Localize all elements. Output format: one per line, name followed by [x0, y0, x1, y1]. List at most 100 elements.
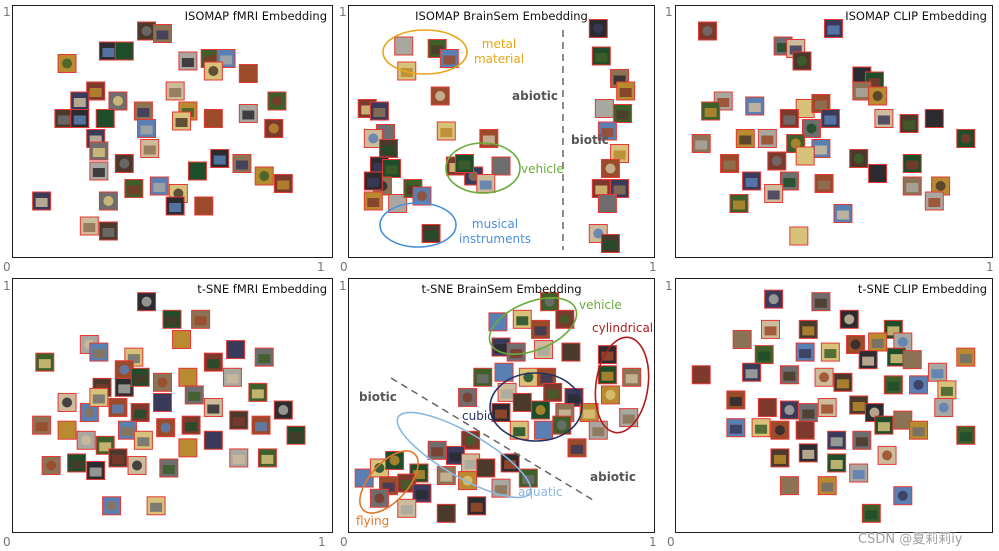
x-max-tick-label: 1	[649, 535, 657, 549]
thumbnail-point	[770, 420, 790, 440]
thumbnail-point	[114, 154, 134, 173]
thumbnail-point	[70, 109, 90, 128]
thumbnail-point	[203, 352, 223, 372]
thumbnail-point	[178, 438, 198, 458]
thumbnail-point	[616, 81, 636, 101]
thumbnail-point	[531, 319, 551, 339]
thumbnail-point	[817, 476, 837, 496]
cubic-cluster-ellipse	[489, 372, 583, 442]
vehicle-cluster-ellipse	[445, 142, 521, 194]
thumbnail-point	[902, 176, 922, 196]
thumbnail-point	[600, 385, 620, 405]
thumbnail-point	[226, 340, 246, 360]
thumbnail-point	[742, 362, 762, 382]
aquatic-cluster-ellipse	[396, 411, 532, 499]
annotation-vehicle: vehicle	[579, 298, 622, 312]
annotation-vehicle: vehicle	[521, 162, 564, 176]
thumbnail-point	[54, 109, 74, 128]
thumbnail-point	[588, 19, 608, 38]
vehicle-cluster-ellipse	[488, 297, 578, 355]
thumbnail-point	[427, 440, 447, 460]
thumbnail-point	[458, 471, 478, 491]
thumbnail-point	[89, 161, 109, 181]
thumbnail-point	[117, 420, 137, 440]
y-max-tick-label: 1	[339, 279, 347, 293]
thumbnail-point	[162, 309, 182, 329]
annotation-abiotic: abiotic	[590, 470, 637, 484]
thumbnail-point	[893, 410, 913, 430]
thumbnail-point	[924, 109, 944, 128]
thumbnail-point	[412, 186, 432, 206]
points-layer	[691, 289, 976, 523]
thumbnail-point	[868, 164, 888, 183]
thumbnail-point	[57, 392, 77, 412]
thumbnail-point	[137, 119, 157, 138]
thumbnail-point	[203, 398, 223, 418]
x-max-tick-label: 1	[649, 260, 657, 274]
thumbnail-point	[98, 41, 118, 61]
thumbnail-point	[597, 365, 617, 385]
thumbnail-point	[181, 415, 201, 435]
thumbnail-point	[956, 129, 976, 148]
thumbnail-point	[165, 81, 185, 101]
thumbnail-point	[757, 129, 777, 148]
thumbnail-point	[137, 292, 157, 312]
thumbnail-point	[165, 196, 185, 216]
thumbnail-point	[149, 176, 169, 196]
thumbnail-point	[779, 171, 799, 191]
annotation-cubic: cubic	[462, 409, 494, 423]
origin-tick-label: 0	[340, 535, 348, 549]
thumbnail-point	[512, 309, 532, 329]
thumbnail-point	[264, 119, 284, 138]
thumbnail-point	[764, 289, 784, 309]
thumbnail-point	[476, 458, 496, 478]
thumbnail-point	[852, 430, 872, 450]
thumbnail-point	[531, 400, 551, 420]
origin-tick-label: 0	[3, 260, 11, 274]
thumbnail-point	[41, 455, 61, 475]
thumbnail-point	[698, 21, 717, 41]
annotation-musical-instruments: musical instruments	[458, 217, 532, 246]
thumbnail-point	[874, 109, 894, 128]
thumbnail-point	[795, 342, 815, 362]
thumbnail-point	[600, 159, 620, 178]
thumbnail-point	[152, 24, 172, 43]
thumbnail-point	[691, 134, 711, 153]
thumbnail-point	[491, 478, 511, 498]
thumbnail-point	[178, 51, 198, 71]
thumbnail-point	[814, 174, 834, 193]
thumbnail-point	[127, 455, 147, 475]
thumbnail-point	[412, 483, 432, 503]
thumbnail-point	[956, 425, 976, 445]
scatter-plot-area	[691, 289, 976, 523]
thumbnail-point	[203, 430, 223, 450]
thumbnail-point	[79, 403, 99, 423]
thumbnail-point	[86, 461, 106, 481]
thumbnail-point	[229, 410, 249, 430]
thumbnail-point	[764, 184, 784, 203]
thumbnail-point	[852, 81, 872, 101]
thumbnail-point	[497, 382, 517, 402]
thumbnail-point	[619, 408, 639, 428]
thumbnail-point	[363, 129, 383, 148]
thumbnail-point	[820, 342, 840, 362]
thumbnail-point	[795, 420, 815, 440]
thumbnail-point	[622, 367, 642, 387]
panel-isomap-clip-embedding: ISOMAP CLIP Embedding	[675, 5, 993, 258]
panel-isomap-fmri-embedding: ISOMAP fMRI Embedding	[12, 5, 333, 258]
thumbnail-point	[594, 99, 614, 118]
thumbnail-point	[114, 41, 134, 61]
x-max-tick-label: 1	[986, 260, 994, 274]
thumbnail-point	[273, 400, 293, 420]
thumbnail-point	[397, 61, 417, 81]
thumbnail-point	[792, 51, 812, 71]
thumbnail-point	[76, 430, 96, 450]
thumbnail-point	[849, 463, 869, 483]
thumbnail-point	[273, 174, 293, 193]
scatter-plot-area	[32, 292, 306, 516]
scatter-plot-area	[354, 292, 650, 523]
thumbnail-point	[597, 194, 617, 213]
thumbnail-point	[701, 101, 721, 121]
annotation-flying: flying	[356, 514, 390, 528]
thumbnail-point	[887, 347, 906, 367]
